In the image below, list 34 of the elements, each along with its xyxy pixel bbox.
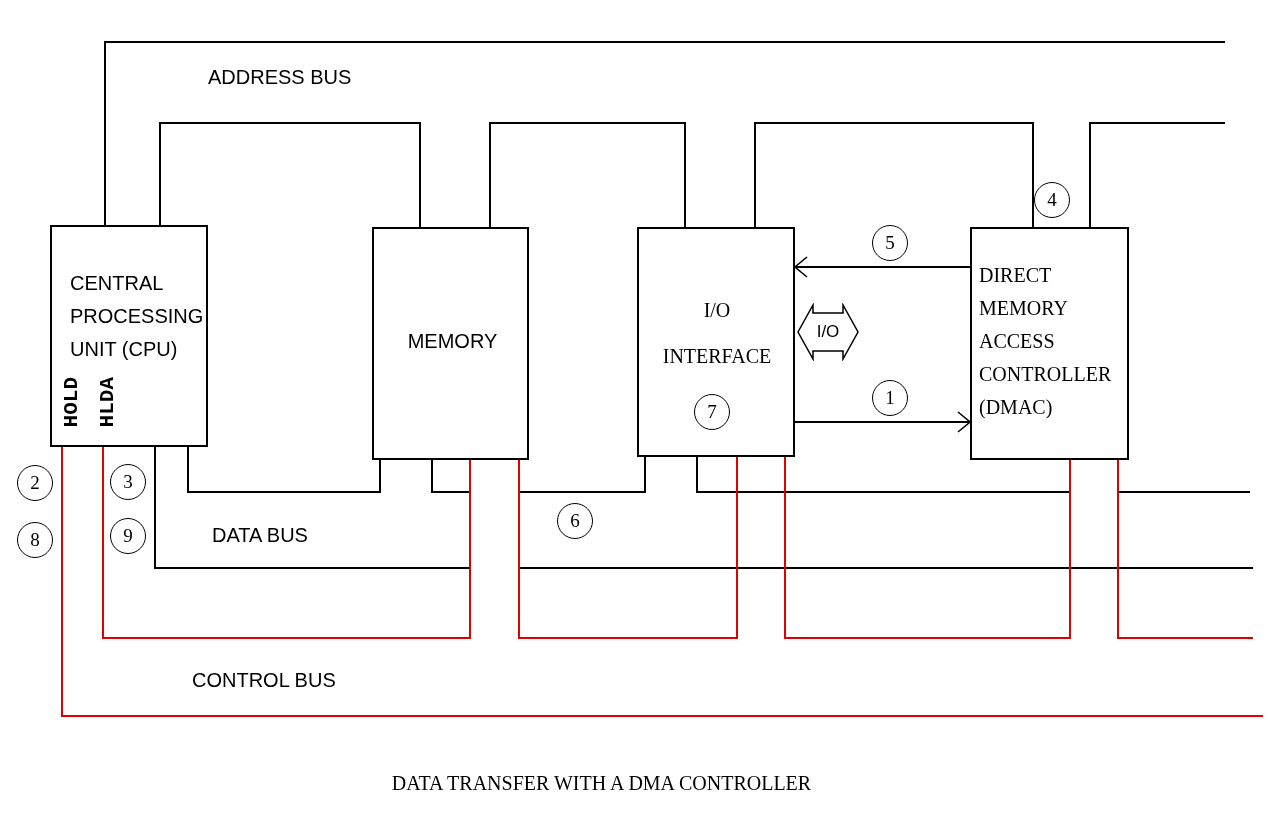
signal-name: HLDA <box>96 377 120 428</box>
node-label: MEMORY <box>406 329 499 354</box>
node-label: CENTRAL PROCESSING UNIT (CPU) <box>70 271 205 362</box>
signal-name: HOLD <box>60 377 84 428</box>
interface-box <box>637 227 795 457</box>
callout-number: 4 <box>1034 182 1070 218</box>
bus-line <box>754 122 1034 228</box>
node-label: I/O INTERFACE <box>661 298 773 369</box>
edge-label: 1 <box>872 380 908 416</box>
node-label: DIRECT MEMORY ACCESS CONTROLLER (DMAC) <box>979 263 1113 421</box>
cpu-box <box>50 225 208 447</box>
controller-box <box>970 227 1129 460</box>
memory-box <box>372 227 529 460</box>
bus-line <box>518 456 738 639</box>
step-number: 7 <box>694 394 730 430</box>
bus-label: DATA BUS <box>212 524 308 547</box>
callout-number: 3 <box>110 464 146 500</box>
callout-number: 8 <box>17 522 53 558</box>
bus-line <box>187 446 381 493</box>
arrow <box>794 256 971 278</box>
callout-number: 2 <box>17 465 53 501</box>
bus-label: CONTROL BUS <box>192 669 336 692</box>
callout-number: 9 <box>110 518 146 554</box>
node-label: I/O <box>815 321 841 343</box>
bus-line <box>102 446 471 639</box>
edge-label: 5 <box>872 225 908 261</box>
bidirectional-arrow <box>797 303 859 361</box>
callout-number: 6 <box>557 503 593 539</box>
bus-line <box>489 122 686 228</box>
caption: DATA TRANSFER WITH A DMA CONTROLLER <box>390 772 813 795</box>
bus-label: ADDRESS BUS <box>208 66 352 89</box>
arrow <box>794 411 971 433</box>
bus-line <box>784 456 1071 639</box>
bus-line <box>159 122 421 228</box>
